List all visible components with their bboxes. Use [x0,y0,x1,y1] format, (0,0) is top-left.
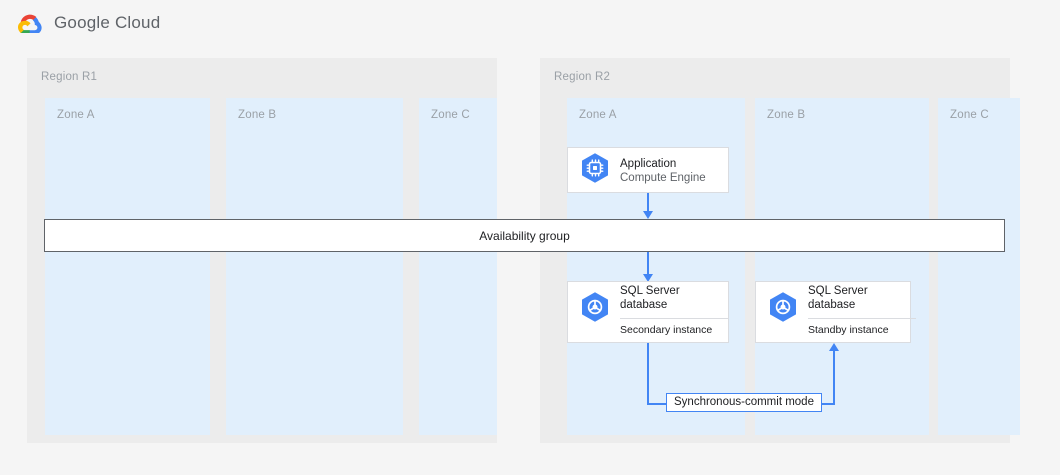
availability-group-bar[interactable]: Availability group [44,219,1005,252]
zone-label: Zone B [238,109,277,121]
card-title: SQL Server [808,285,868,297]
card-subtitle: database [808,299,856,311]
brand-name: Google Cloud [54,13,161,32]
card-instance-label: Standby instance [808,324,889,336]
region-r1-zone-c: Zone C [419,98,497,435]
region-r1-zone-b: Zone B [226,98,403,435]
card-instance-label: Secondary instance [620,324,713,336]
card-application-text: Application Compute Engine [620,155,706,185]
arrow-down-icon [643,211,653,219]
arrow-down-icon [643,274,653,282]
sql-server-database-icon [768,291,798,328]
card-sql-secondary-text: SQL Server database Secondary instance [620,282,728,337]
zone-label: Zone A [57,109,95,121]
google-cloud-logo-icon [18,13,44,33]
region-r2-label: Region R2 [554,71,611,83]
region-r1-zone-a: Zone A [45,98,210,435]
compute-engine-icon [580,152,610,189]
zone-label: Zone C [950,109,989,121]
region-r2-zone-c: Zone C [938,98,1020,435]
region-r2-zone-b: Zone B [755,98,929,435]
card-divider [620,318,728,319]
card-sql-server-standby[interactable]: SQL Server database Standby instance [755,281,916,343]
card-subtitle: Compute Engine [620,172,706,184]
brand-header: Google Cloud [18,13,160,33]
arrow-up-icon [829,343,839,351]
card-subtitle: database [620,299,668,311]
card-title: SQL Server [620,285,680,297]
sql-server-database-icon [580,291,610,328]
card-application-compute-engine[interactable]: Application Compute Engine [567,147,729,193]
region-r1-label: Region R1 [41,71,98,83]
synchronous-commit-mode-label: Synchronous-commit mode [666,393,822,412]
card-divider [808,318,916,319]
zone-label: Zone A [579,109,617,121]
zone-label: Zone C [431,109,470,121]
availability-group-label: Availability group [479,228,570,243]
card-title: Application [620,158,677,170]
zone-label: Zone B [767,109,806,121]
card-sql-server-secondary[interactable]: SQL Server database Secondary instance [567,281,729,343]
card-sql-standby-text: SQL Server database Standby instance [808,282,916,337]
